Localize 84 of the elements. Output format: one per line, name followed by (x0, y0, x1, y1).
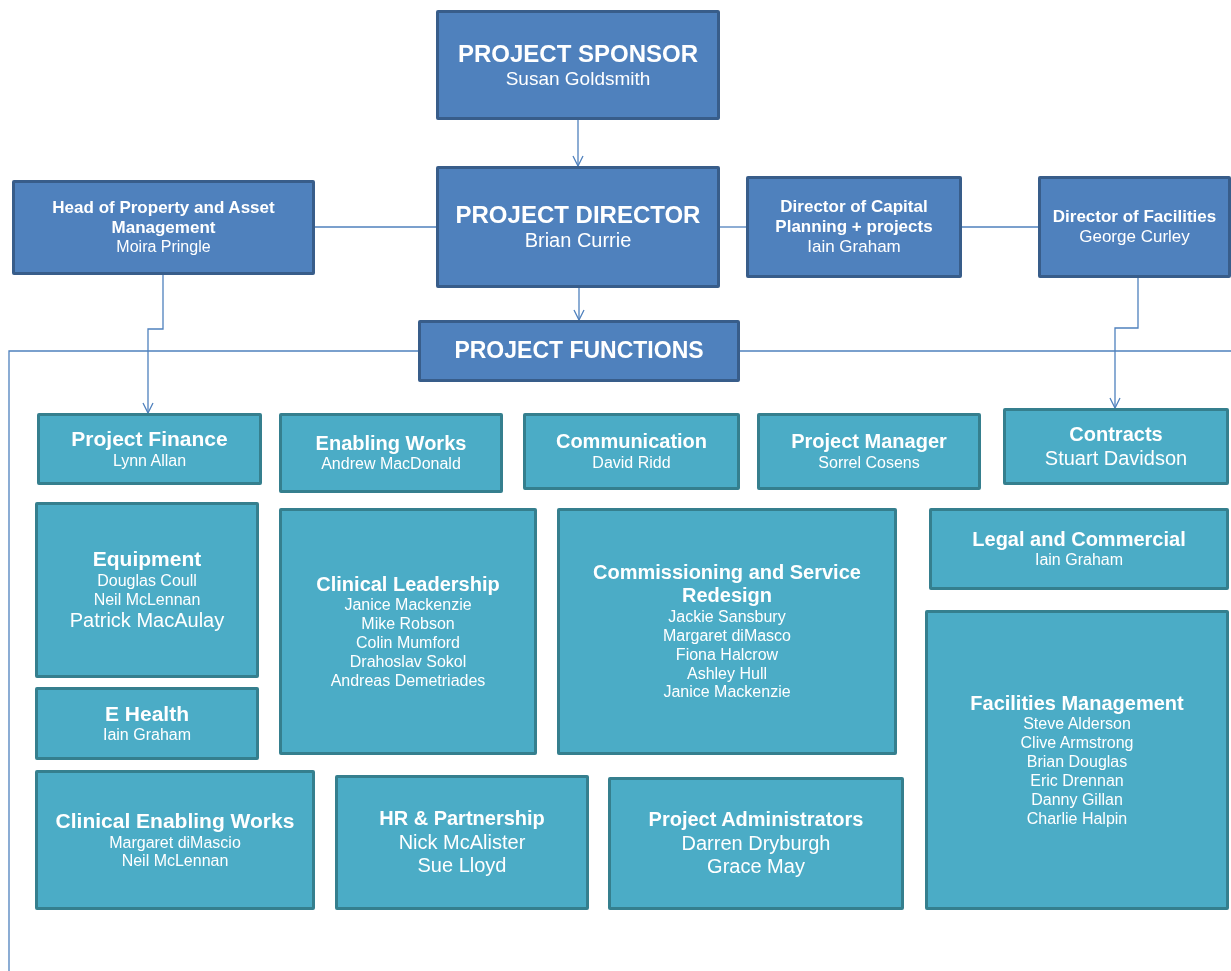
function-box (557, 508, 897, 755)
person-name: Eric Drennan (1030, 771, 1124, 791)
role-box (418, 320, 740, 382)
box-title: Head of Property and Asset Management (51, 198, 276, 239)
person-name: Fiona Halcrow (675, 645, 779, 665)
person-name: Douglas Coull (97, 571, 197, 591)
role-box (1038, 176, 1231, 278)
box-title: Contracts (1069, 422, 1163, 447)
box-title: HR & Partnership (379, 807, 545, 831)
arrow (1109, 277, 1139, 409)
person-name: George Curley (1079, 227, 1190, 248)
role-box (436, 10, 720, 120)
person-name: Janice Mackenzie (663, 683, 791, 703)
person-name: Ashley Hull (687, 664, 767, 684)
role-box (12, 180, 315, 275)
box-title: Clinical Leadership (316, 572, 500, 597)
arrow (572, 119, 584, 167)
person-name: Neil McLennan (93, 590, 201, 610)
function-box (279, 413, 503, 493)
person-name: Sue Lloyd (417, 854, 507, 878)
person-name: Brian Currie (524, 229, 632, 253)
arrow (142, 274, 164, 414)
person-name: Darren Dryburgh (681, 831, 831, 856)
box-title: Communication (555, 430, 708, 454)
person-name: Neil McLennan (121, 852, 229, 872)
person-name: David Ridd (592, 453, 671, 473)
function-box (757, 413, 981, 490)
function-box (929, 508, 1229, 590)
connector-line (314, 226, 437, 228)
box-title: Commissioning and Service Redesign (592, 560, 862, 608)
person-name: Charlie Halpin (1026, 809, 1128, 829)
person-name: Lynn Allan (112, 451, 187, 471)
box-title: PROJECT SPONSOR (457, 39, 698, 68)
function-box (35, 770, 315, 910)
box-title: E Health (105, 701, 189, 727)
person-name: Margaret diMascio (109, 833, 241, 853)
person-name: Clive Armstrong (1020, 734, 1134, 753)
role-box (746, 176, 962, 278)
box-title: Project Manager (791, 430, 947, 454)
person-name: Danny Gillan (1031, 790, 1123, 810)
connector-line (719, 226, 747, 228)
person-name: Iain Graham (1034, 551, 1123, 571)
person-name: Colin Mumford (356, 633, 460, 653)
person-name: Grace May (707, 855, 805, 879)
box-title: Clinical Enabling Works (55, 808, 295, 834)
box-title: PROJECT FUNCTIONS (454, 337, 704, 365)
person-name: Drahoslav Sokol (349, 652, 467, 672)
function-box (608, 777, 904, 910)
function-box (35, 502, 259, 678)
person-name: Moira Pringle (116, 238, 211, 257)
person-name: Sorrel Cosens (818, 453, 920, 473)
function-box (1003, 408, 1229, 485)
box-title: Director of Facilities (1052, 206, 1217, 227)
person-name: Iain Graham (102, 726, 191, 746)
person-name: Susan Goldsmith (505, 67, 651, 91)
box-title: Director of Capital Planning + projects (774, 196, 934, 237)
function-box (35, 687, 259, 760)
person-name: Patrick MacAulay (69, 609, 225, 634)
function-box (523, 413, 740, 490)
person-name: Andrew MacDonald (321, 455, 461, 475)
person-name: Jackie Sansbury (668, 607, 786, 627)
function-box (279, 508, 537, 755)
box-title: Facilities Management (970, 691, 1184, 716)
person-name: Mike Robson (361, 615, 455, 634)
person-name: Janice Mackenzie (344, 596, 472, 615)
person-name: Stuart Davidson (1044, 446, 1188, 471)
function-box (925, 610, 1229, 910)
box-title: Project Finance (71, 427, 228, 452)
connector-line (961, 226, 1039, 228)
box-title: PROJECT DIRECTOR (455, 201, 701, 230)
person-name: Andreas Demetriades (330, 671, 486, 691)
person-name: Steve Alderson (1023, 715, 1131, 735)
person-name: Iain Graham (807, 237, 901, 258)
function-box (335, 775, 589, 910)
function-box (37, 413, 262, 485)
box-title: Legal and Commercial (972, 527, 1186, 552)
box-title: Enabling Works (315, 431, 467, 456)
person-name: Margaret diMasco (662, 626, 791, 646)
person-name: Nick McAlister (398, 830, 526, 855)
box-title: Project Administrators (648, 808, 864, 832)
arrow (573, 287, 585, 321)
role-box (436, 166, 720, 288)
person-name: Brian Douglas (1026, 752, 1128, 772)
box-title: Equipment (92, 546, 202, 572)
